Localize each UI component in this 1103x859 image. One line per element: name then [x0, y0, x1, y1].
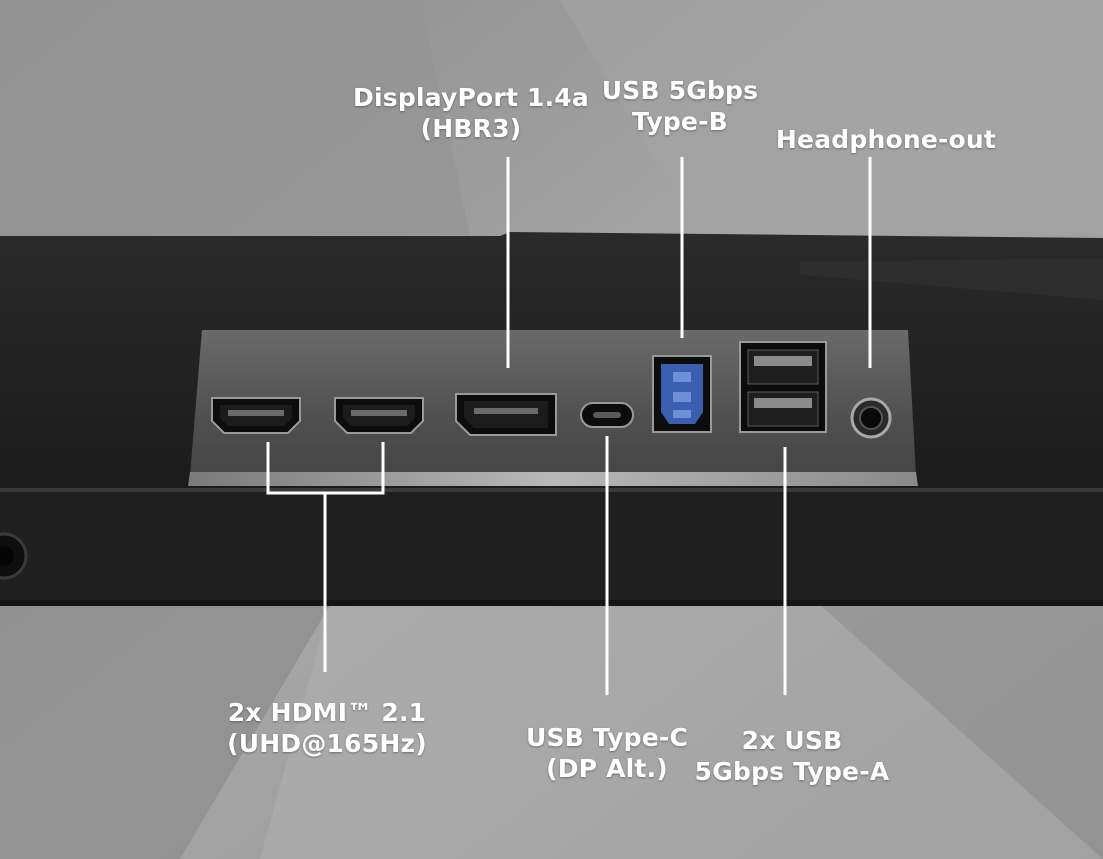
label-usb-c: USB Type-C (DP Alt.) — [526, 722, 688, 784]
label-hdmi-line1: 2x HDMI™ 2.1 — [227, 698, 427, 727]
label-displayport-line2: (HBR3) — [420, 114, 522, 143]
usb-a-ports — [739, 341, 827, 433]
label-usb-a-line1: 2x USB — [741, 726, 843, 755]
label-displayport-line1: DisplayPort 1.4a — [353, 83, 589, 112]
label-usb-a-line2: 5Gbps Type-A — [694, 757, 890, 786]
usb-b-port — [652, 355, 712, 433]
background-facet — [0, 605, 330, 859]
hdmi-port-2 — [334, 397, 424, 434]
label-usb-b-line1: USB 5Gbps — [601, 76, 759, 105]
label-usb-c-line2: (DP Alt.) — [546, 754, 668, 783]
label-headphone-line1: Headphone-out — [775, 125, 997, 154]
label-hdmi-line2: (UHD@165Hz) — [227, 729, 427, 758]
port-panel-lip — [188, 472, 918, 486]
monitor-edge — [0, 488, 1103, 492]
background-facet — [260, 605, 1103, 859]
background-facet — [560, 0, 1103, 235]
bezel-highlight — [800, 258, 1103, 300]
monitor-shadow — [0, 600, 1103, 606]
hdmi-port-1 — [211, 397, 301, 434]
label-displayport: DisplayPort 1.4a (HBR3) — [353, 82, 589, 144]
side-jack-hole — [0, 546, 14, 566]
usb-c-port — [580, 402, 634, 428]
label-usb-b: USB 5Gbps Type-B — [602, 75, 758, 137]
label-headphone: Headphone-out — [776, 124, 996, 155]
background-facet — [0, 0, 470, 235]
monitor-bottom — [0, 488, 1103, 606]
displayport-port — [455, 393, 557, 436]
label-usb-a: 2x USB 5Gbps Type-A — [695, 725, 890, 787]
label-usb-c-line1: USB Type-C — [525, 723, 689, 752]
label-usb-b-line2: Type-B — [632, 107, 728, 136]
label-hdmi: 2x HDMI™ 2.1 (UHD@165Hz) — [227, 697, 427, 759]
headphone-jack — [850, 397, 892, 439]
leader-lines — [266, 157, 872, 695]
background-facet — [820, 605, 1103, 859]
